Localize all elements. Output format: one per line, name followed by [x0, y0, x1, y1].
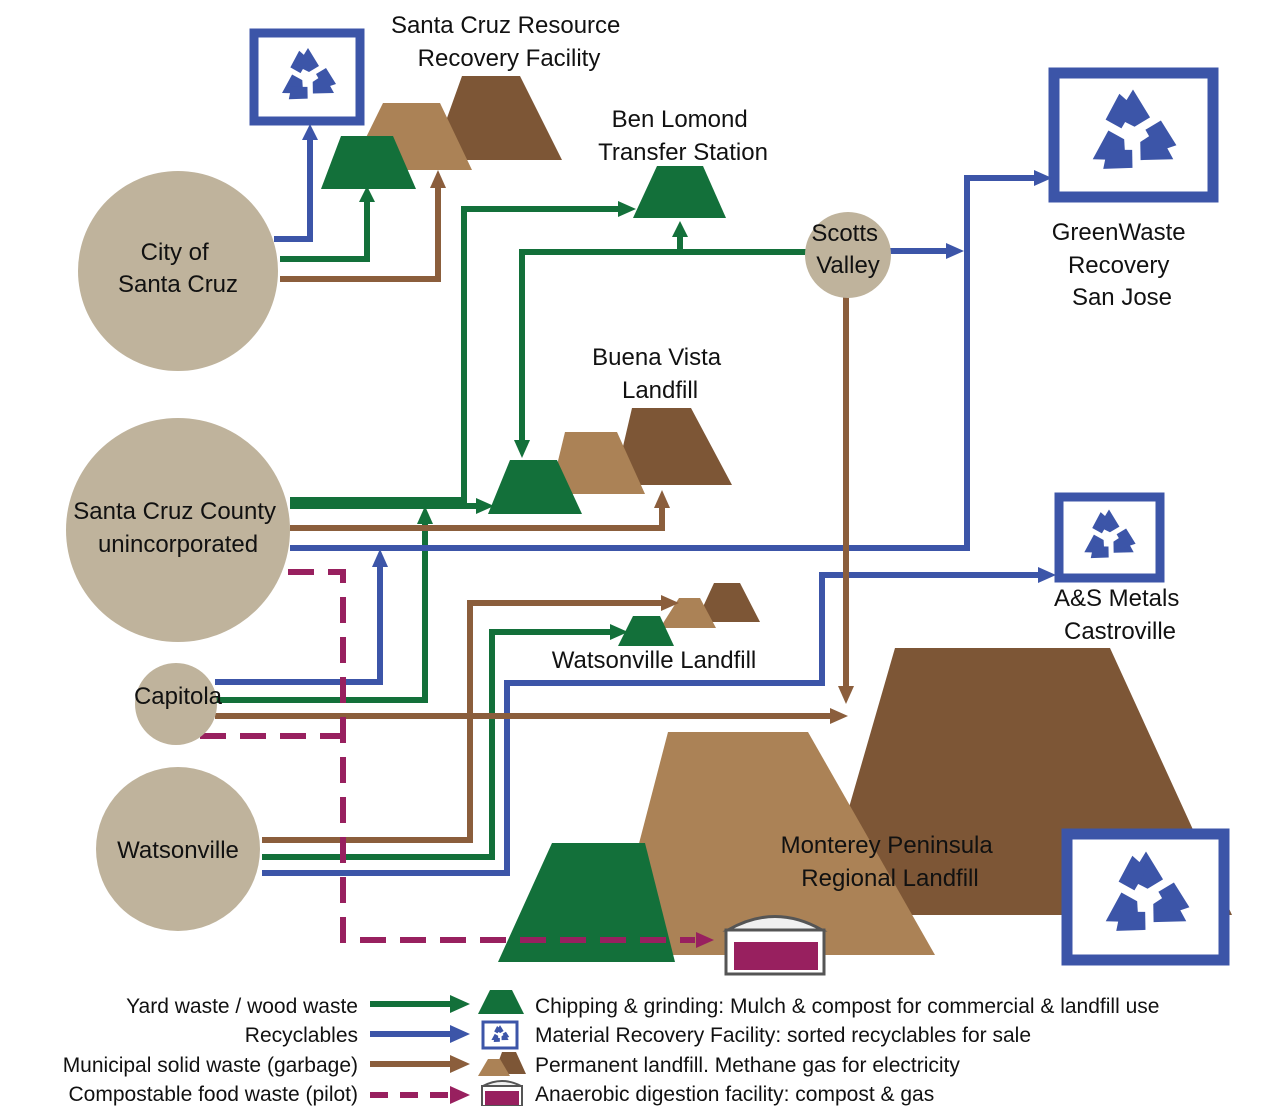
node-santa-cruz	[78, 171, 278, 371]
resource-recovery-compost	[321, 136, 416, 189]
flow-recyc-santacruz-to-resource	[274, 138, 313, 242]
as-metals-recycle-box	[1054, 492, 1165, 583]
label-county: Santa Cruz County unincorporated	[73, 498, 282, 558]
monterey-compost-pile	[498, 843, 675, 962]
buena-vista-compost	[488, 460, 582, 514]
monterey-recycle-box	[1061, 828, 1230, 966]
legend: Yard waste / wood waste Recyclables Muni…	[63, 990, 1159, 1106]
legend-flow-yard: Yard waste / wood waste	[126, 995, 358, 1018]
legend-type-mrf: Material Recovery Facility: sorted recyc…	[535, 1024, 1031, 1047]
compost-pile-icon	[478, 990, 524, 1014]
legend-digester-icon	[481, 1080, 523, 1106]
flow-yard-santacruz-to-resource	[280, 200, 370, 262]
flow-yard-county-to-bentlomond	[290, 206, 620, 503]
label-capitola: Capitola	[134, 683, 223, 710]
watsonville-landfill-piles	[618, 583, 760, 646]
label-ben-lomond: Ben Lomond Transfer Station	[598, 106, 768, 166]
arrowheads	[302, 124, 1056, 948]
label-monterey: Monterey Peninsula Regional Landfill	[781, 832, 1000, 892]
legend-type-chipping: Chipping & grinding: Mulch & compost for…	[535, 995, 1159, 1018]
resource-recovery-piles	[321, 76, 562, 189]
legend-mrf-icon	[481, 1020, 519, 1050]
buena-vista-piles	[488, 408, 732, 514]
monterey-landfill-light-pile	[610, 732, 935, 955]
label-greenwaste: GreenWaste Recovery San Jose	[1052, 219, 1193, 311]
flow-garbage-watsonville-to-wlandfill	[262, 600, 662, 843]
node-watsonville	[96, 767, 260, 931]
label-santa-cruz: City of Santa Cruz	[118, 239, 238, 298]
label-buena-vista: Buena Vista Landfill	[592, 344, 728, 404]
label-scotts-valley: Scotts Valley	[811, 220, 884, 279]
ben-lomond-compost	[633, 166, 726, 218]
label-watsonville-landfill: Watsonville Landfill	[552, 647, 757, 674]
flow-recyc-capitola-to-county	[215, 565, 383, 685]
flow-yard-watsonville-to-wlandfill	[262, 629, 612, 860]
label-resource-recovery: Santa Cruz Resource Recovery Facility	[391, 12, 627, 72]
label-as-metals: A&S Metals Castroville	[1054, 585, 1186, 645]
digester-icon	[722, 915, 828, 976]
node-capitola	[135, 663, 217, 745]
flow-yard-capitola-to-buenavista	[215, 522, 428, 703]
flow-yard-scotts-to-buenavista	[519, 249, 680, 443]
legend-type-digestion: Anaerobic digestion facility: compost & …	[535, 1083, 934, 1106]
flow-yard-scotts-to-bentlomond	[677, 235, 806, 255]
monterey-landfill-group	[498, 648, 1232, 976]
flow-recyc-watsonville-to-asmetals	[262, 572, 1040, 876]
legend-flow-recyclables: Recyclables	[245, 1024, 358, 1047]
node-county	[66, 418, 290, 642]
label-watsonville: Watsonville	[117, 837, 239, 864]
node-scotts-valley	[805, 212, 891, 298]
resource-recovery-recycle-box	[249, 28, 365, 126]
legend-type-landfill: Permanent landfill. Methane gas for elec…	[535, 1054, 960, 1077]
landfill-icon	[478, 1052, 526, 1076]
legend-flow-food: Compostable food waste (pilot)	[69, 1083, 358, 1106]
flow-garbage-santacruz-to-resource	[280, 185, 441, 282]
legend-flow-garbage: Municipal solid waste (garbage)	[63, 1054, 358, 1077]
flow-garbage-county-to-buenavista	[290, 505, 665, 531]
watsonville-compost	[618, 616, 674, 646]
flow-recyc-county-to-greenwaste	[290, 175, 1038, 551]
greenwaste-recycle-box	[1048, 67, 1219, 203]
